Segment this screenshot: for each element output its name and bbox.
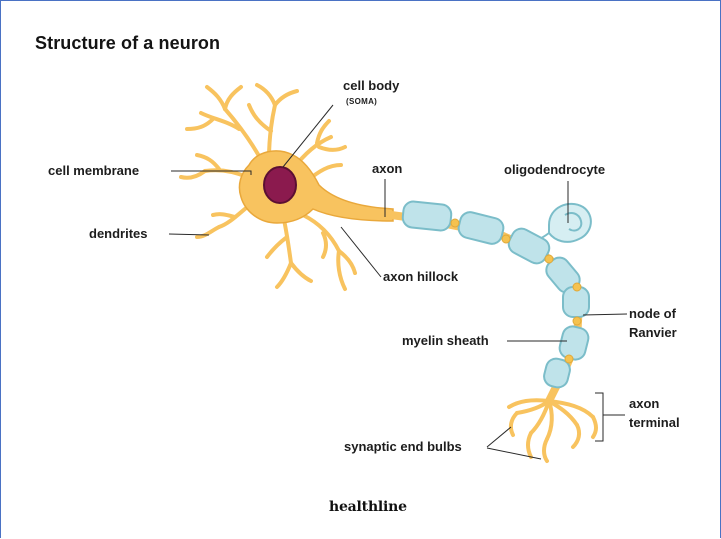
label-cell-body: cell body bbox=[343, 78, 399, 94]
healthline-logo: healthline bbox=[329, 499, 407, 515]
cell-body bbox=[239, 151, 393, 223]
label-axon-terminal-line1: axon bbox=[629, 396, 659, 412]
label-axon-hillock: axon hillock bbox=[383, 269, 458, 285]
label-axon: axon bbox=[372, 161, 402, 177]
label-oligodendrocyte: oligodendrocyte bbox=[504, 162, 605, 178]
label-soma: (SOMA) bbox=[346, 97, 377, 107]
label-cell-membrane: cell membrane bbox=[48, 163, 139, 179]
label-node-of-ranvier-line2: Ranvier bbox=[629, 325, 677, 341]
label-synaptic-end-bulbs: synaptic end bulbs bbox=[344, 439, 462, 455]
axon-terminal bbox=[509, 400, 596, 461]
label-dendrites: dendrites bbox=[89, 226, 148, 242]
label-node-of-ranvier-line1: node of bbox=[629, 306, 676, 322]
nucleus bbox=[264, 167, 296, 203]
label-myelin-sheath: myelin sheath bbox=[402, 333, 489, 349]
label-axon-terminal-line2: terminal bbox=[629, 415, 680, 431]
